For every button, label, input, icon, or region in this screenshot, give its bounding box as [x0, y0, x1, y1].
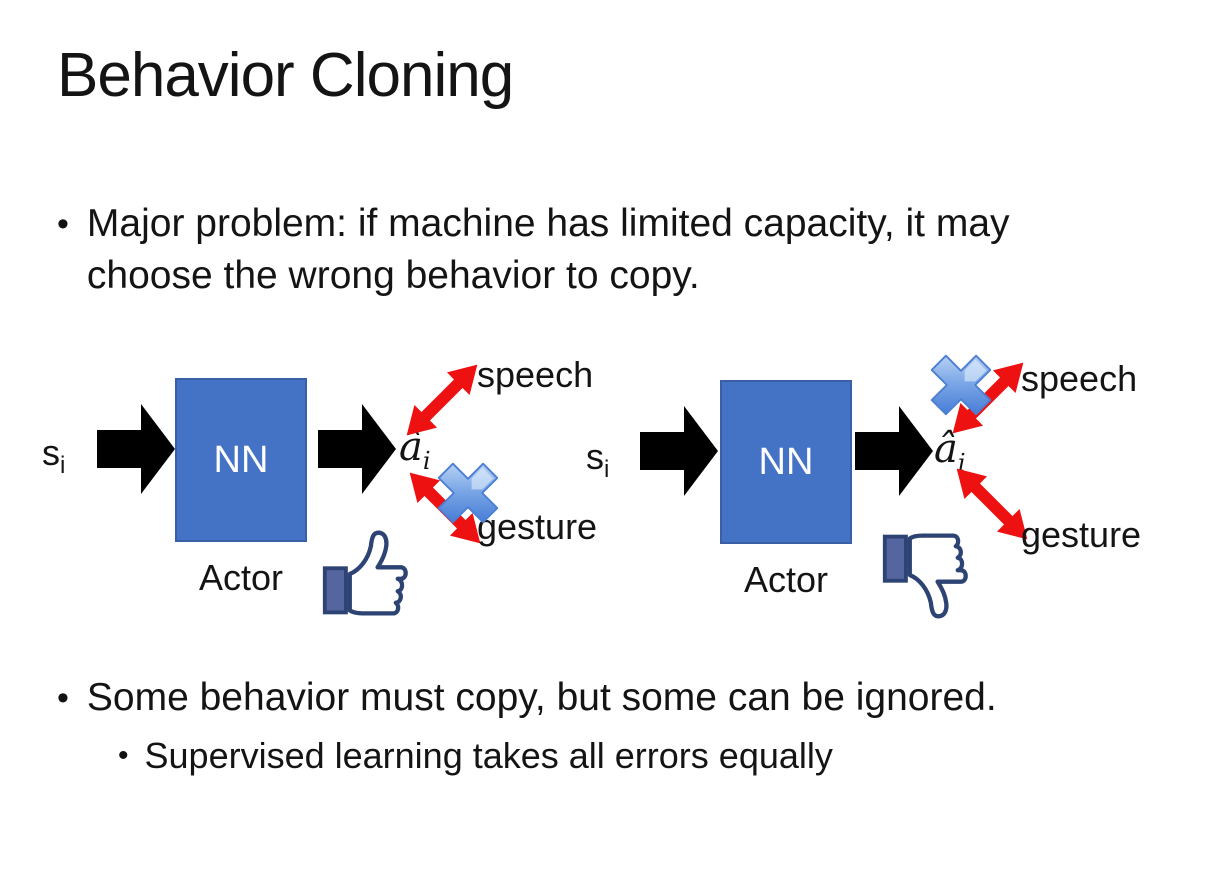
left-input-block-arrow-icon: [97, 404, 175, 494]
right-input-label: si: [586, 436, 610, 484]
left-speech-double-arrow-icon: [395, 353, 489, 447]
left-actor-label: Actor: [198, 557, 284, 598]
right-speech-label: speech: [1021, 358, 1138, 399]
left-nn-box: NN: [175, 378, 307, 542]
right-gesture-label: gesture: [1021, 514, 1142, 555]
bullet-marker: •: [57, 205, 69, 243]
bullet-text: Some behavior must copy, but some can be…: [86, 676, 997, 719]
bullet-item-major-problem: • Major problem: if machine has limited …: [57, 198, 1087, 302]
left-cross-out-icon: [436, 461, 500, 525]
right-actor-label: Actor: [743, 559, 829, 600]
left-gesture-label: gesture: [477, 506, 598, 547]
slide-title: Behavior Cloning: [57, 41, 514, 110]
bullet-item-supervised-learning: • Supervised learning takes all errors e…: [118, 732, 1178, 780]
left-input-label: si: [42, 432, 66, 480]
left-output-label: âi: [399, 424, 431, 475]
right-cross-out-icon: [929, 353, 993, 417]
bullet-item-some-behavior: • Some behavior must copy, but some can …: [57, 672, 1177, 724]
right-output-label: âi: [934, 426, 966, 477]
bullet-text: Supervised learning takes all errors equ…: [144, 735, 833, 776]
bullet-marker: •: [118, 739, 129, 772]
thumbs-up-icon: [320, 527, 416, 621]
left-speech-label: speech: [477, 354, 594, 395]
right-input-block-arrow-icon: [640, 406, 718, 496]
thumbs-down-icon: [880, 528, 976, 622]
left-nn-label: NN: [213, 438, 269, 481]
right-nn-box: NN: [720, 380, 852, 544]
right-nn-label: NN: [758, 440, 814, 483]
left-output-block-arrow-icon: [318, 404, 396, 494]
right-output-block-arrow-icon: [855, 406, 933, 496]
bullet-marker: •: [57, 679, 69, 717]
bullet-text: Major problem: if machine has limited ca…: [86, 202, 1010, 297]
